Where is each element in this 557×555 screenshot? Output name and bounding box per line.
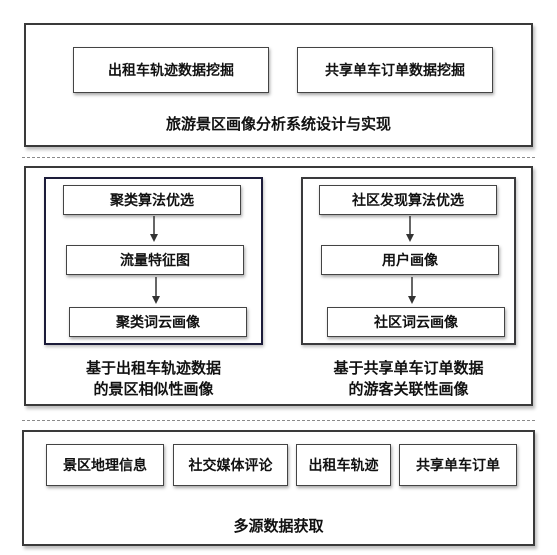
data-source-title: 多源数据获取 <box>233 517 324 535</box>
taxi-portrait-caption-line1: 基于出租车轨迹数据 <box>85 359 221 377</box>
source-bike-orders: 共享单车订单 <box>399 444 517 486</box>
left-step-1: 聚类算法优选 <box>63 185 241 215</box>
section-divider-top <box>22 157 535 158</box>
bike-order-mining-node: 共享单车订单数据挖掘 <box>297 47 493 93</box>
left-step-2: 流量特征图 <box>66 245 244 275</box>
right-step-2: 用户画像 <box>321 245 499 275</box>
right-step-1: 社区发现算法优选 <box>319 185 497 215</box>
system-title: 旅游景区画像分析系统设计与实现 <box>165 115 391 133</box>
section-divider-bottom <box>22 420 535 421</box>
taxi-trajectory-mining-node: 出租车轨迹数据挖掘 <box>73 47 269 93</box>
source-scenic-geo: 景区地理信息 <box>46 444 164 486</box>
bike-portrait-caption-line2: 的游客关联性画像 <box>348 380 469 398</box>
source-social-comments: 社交媒体评论 <box>173 444 288 486</box>
source-taxi-trajectory: 出租车轨迹 <box>296 444 391 486</box>
right-step-3: 社区词云画像 <box>327 307 505 337</box>
taxi-portrait-caption-line2: 的景区相似性画像 <box>93 380 214 398</box>
left-step-3: 聚类词云画像 <box>69 307 247 337</box>
bike-portrait-caption-line1: 基于共享单车订单数据 <box>333 359 484 377</box>
